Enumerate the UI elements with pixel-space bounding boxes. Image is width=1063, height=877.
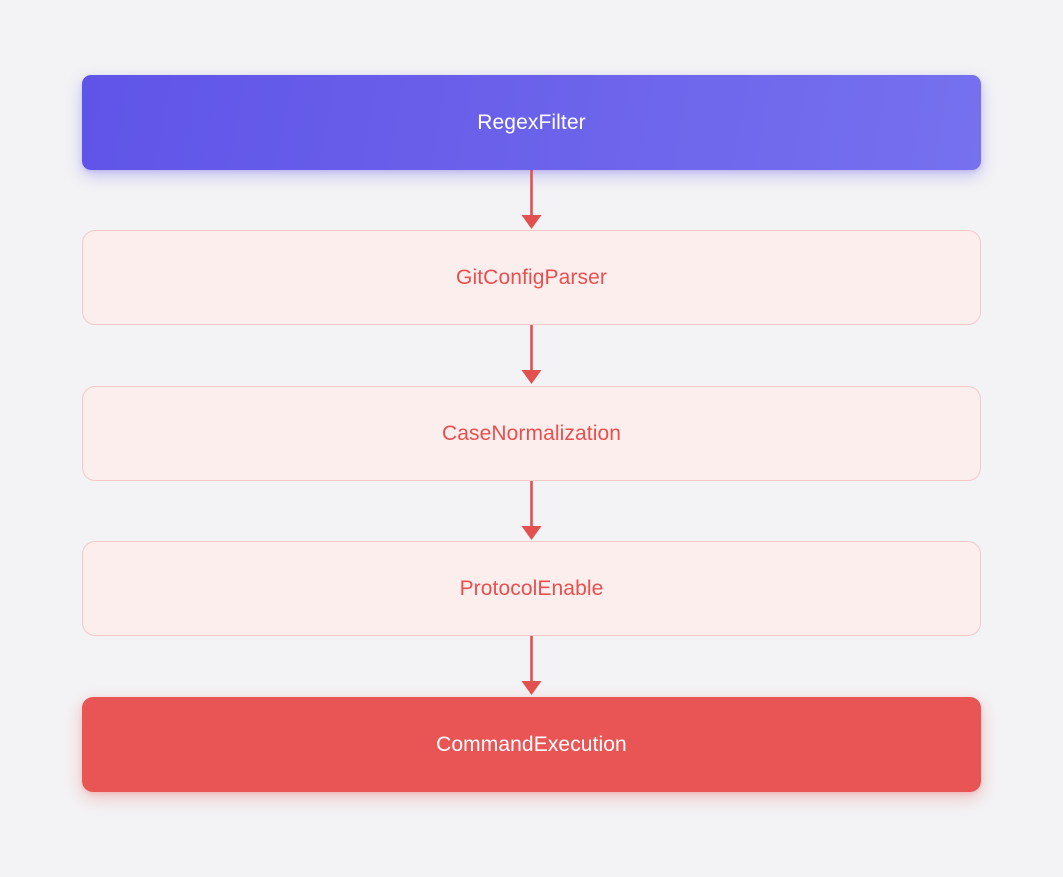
flow-node-command-execution[interactable]: CommandExecution xyxy=(82,697,981,792)
flow-node-label: GitConfigParser xyxy=(456,266,607,289)
flow-node-label: ProtocolEnable xyxy=(459,577,604,600)
flow-node-label: CommandExecution xyxy=(436,733,627,756)
flow-edge-git-config-parser-to-case-normalization xyxy=(0,325,1063,387)
flow-edge-regex-filter-to-git-config-parser xyxy=(0,170,1063,232)
flow-edge-case-normalization-to-protocol-enable xyxy=(0,481,1063,543)
flow-node-git-config-parser[interactable]: GitConfigParser xyxy=(82,230,981,325)
flow-edge-protocol-enable-to-command-execution xyxy=(0,636,1063,698)
flow-node-label: CaseNormalization xyxy=(441,422,622,445)
flow-node-regex-filter[interactable]: RegexFilter xyxy=(82,75,981,170)
flow-node-label: RegexFilter xyxy=(477,111,586,134)
flow-node-protocol-enable[interactable]: ProtocolEnable xyxy=(82,541,981,636)
flow-node-case-normalization[interactable]: CaseNormalization xyxy=(82,386,981,481)
